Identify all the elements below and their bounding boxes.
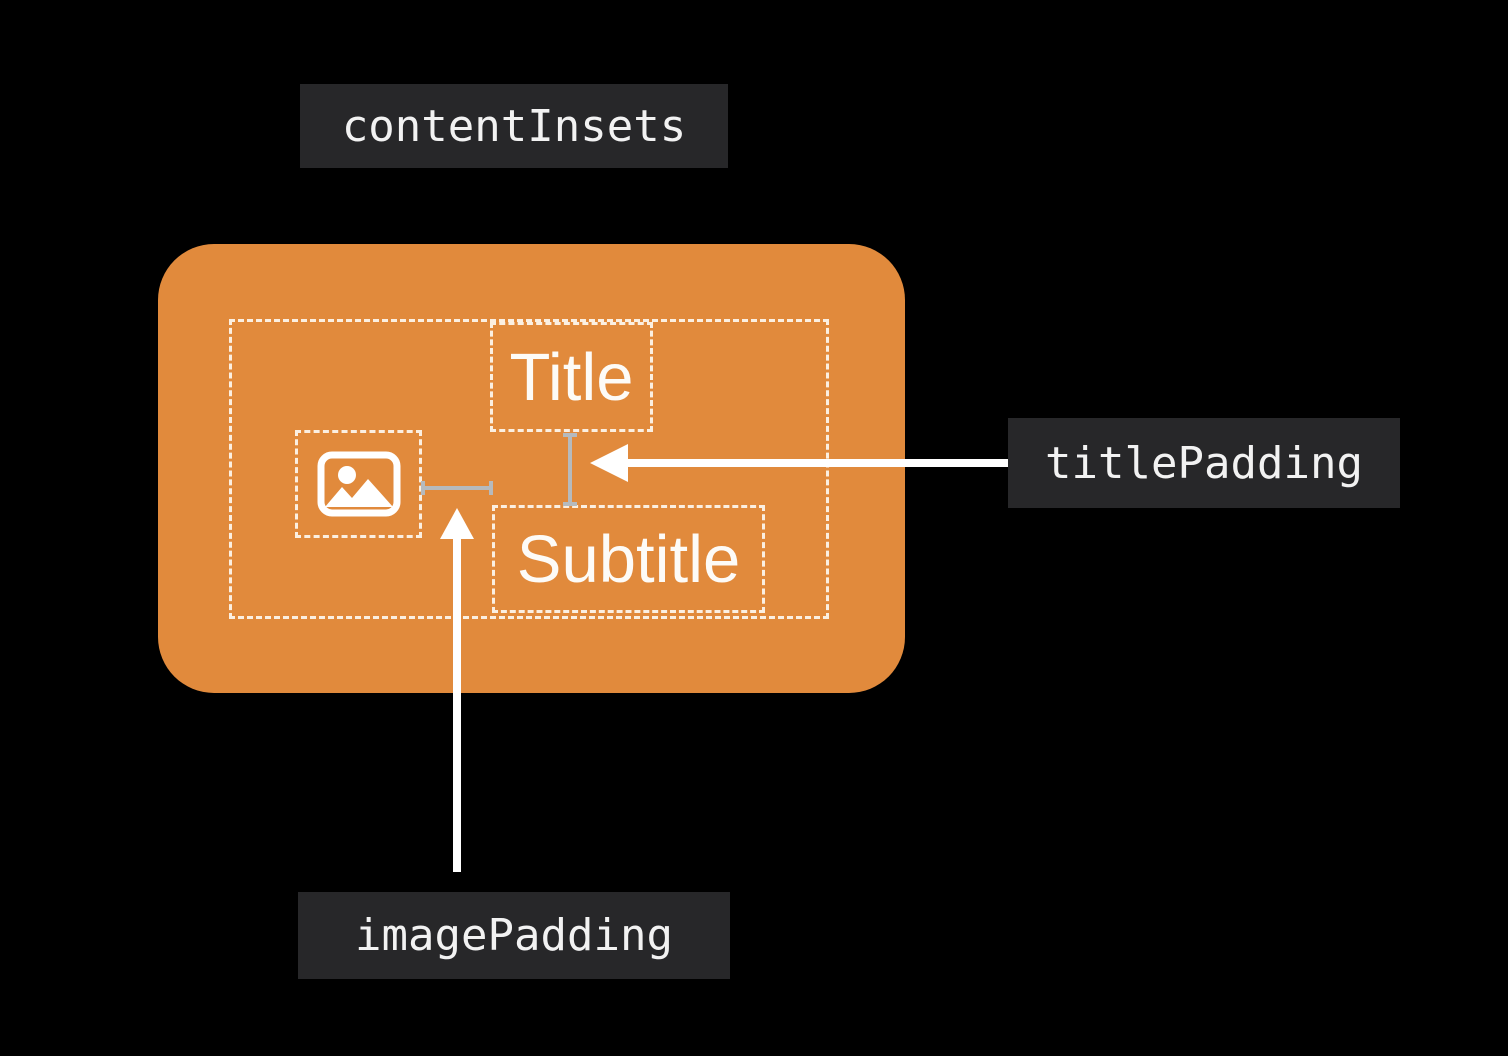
title-padding-label: titlePadding	[1008, 418, 1400, 508]
title-padding-measure-line	[568, 433, 572, 506]
title-label: Title	[509, 339, 634, 415]
title-padding-measure-cap-top	[563, 433, 577, 437]
image-padding-measure	[421, 481, 493, 495]
content-area-outline	[229, 319, 829, 619]
content-insets-label: contentInsets	[300, 84, 728, 168]
subtitle-outline: Subtitle	[492, 505, 765, 613]
button-preview: Title Subtitle	[158, 244, 905, 693]
content-insets-label-text: contentInsets	[341, 100, 687, 152]
image-padding-label-text: imagePadding	[355, 910, 673, 961]
title-padding-arrowhead-icon	[590, 444, 628, 482]
title-padding-arrow-shaft	[626, 459, 1008, 467]
image-padding-arrow-shaft	[453, 537, 461, 872]
image-outline	[295, 430, 422, 538]
image-padding-measure-cap-right	[489, 481, 493, 495]
image-padding-arrowhead-icon	[440, 508, 474, 539]
title-padding-measure-cap-bottom	[563, 502, 577, 506]
image-padding-label: imagePadding	[298, 892, 730, 979]
photo-icon	[317, 451, 400, 517]
title-padding-measure	[563, 433, 577, 506]
subtitle-label: Subtitle	[516, 521, 741, 597]
image-padding-measure-line	[421, 486, 493, 490]
title-padding-label-text: titlePadding	[1045, 437, 1363, 489]
image-padding-measure-cap-left	[421, 481, 425, 495]
title-outline: Title	[490, 322, 653, 432]
